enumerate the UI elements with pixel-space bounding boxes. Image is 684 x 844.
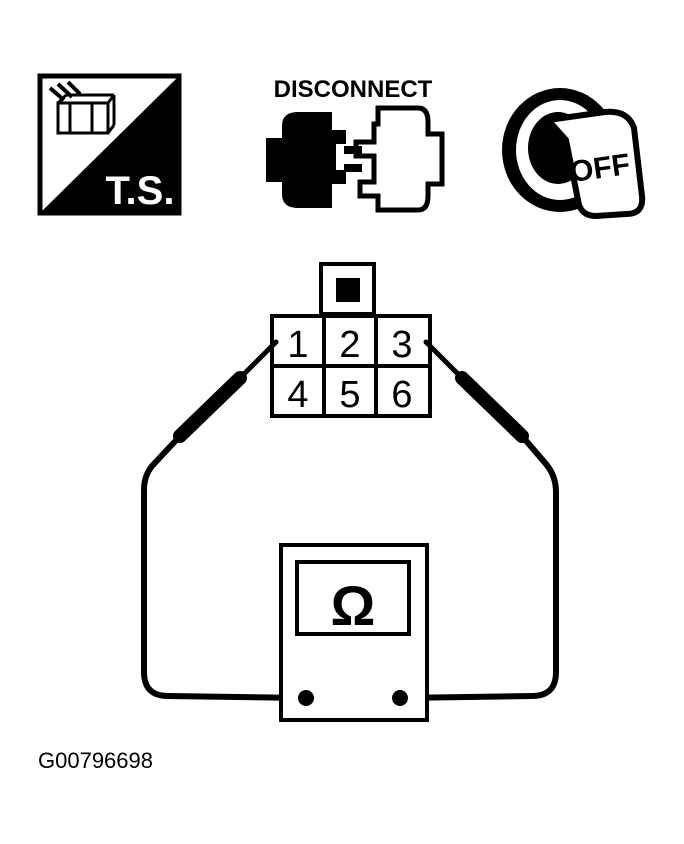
meter-terminal-left [298,690,314,706]
ts-label: T.S. [106,169,175,213]
meter-terminal-right [392,690,408,706]
pin-5: 5 [339,374,360,416]
pin-4: 4 [287,374,308,416]
ignition-key-off-icon: OFF [502,88,646,220]
test-symbol-icon: T.S. [37,73,182,216]
pin-2: 2 [339,324,360,366]
connector-disconnect-icon: DISCONNECT [266,76,445,213]
connector-face: 1 2 3 4 5 6 [270,262,432,418]
right-test-lead [397,339,559,701]
ohm-symbol: Ω [331,574,376,637]
pin-1: 1 [287,324,308,366]
component-box-icon [48,80,116,135]
left-test-lead [141,339,309,701]
ohmmeter-icon: Ω [279,543,429,722]
pin-3: 3 [391,324,412,366]
pin-6: 6 [391,374,412,416]
figure-id: G00796698 [38,748,153,773]
disconnect-label: DISCONNECT [274,76,433,103]
